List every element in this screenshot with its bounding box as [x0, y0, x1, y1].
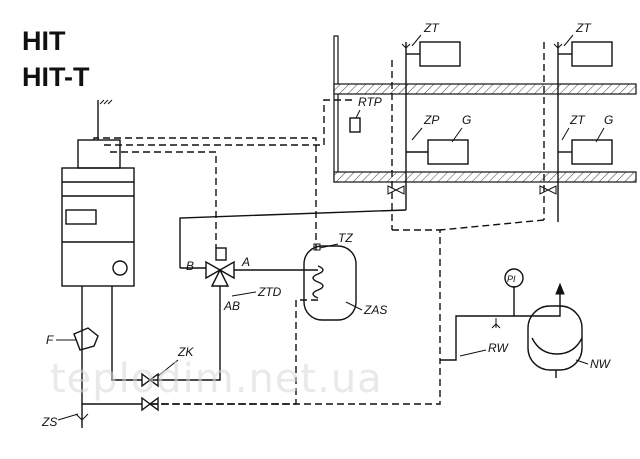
- return-pipe-building: [392, 229, 441, 360]
- room-thermostat: [349, 117, 361, 133]
- boiler-display: [112, 260, 128, 276]
- tank-sensor: [313, 243, 321, 251]
- drain-valve: [75, 413, 89, 421]
- cable-tank-sensor: [93, 137, 317, 250]
- ball-valves: [141, 372, 159, 412]
- label-zs: ZS: [41, 415, 57, 429]
- building-left-wall: [333, 35, 339, 183]
- label-ab: AB: [223, 299, 240, 313]
- boiler-body: [61, 167, 135, 287]
- label-zp: ZP: [423, 113, 439, 127]
- floor-slab-upper-hatch: [334, 84, 636, 94]
- cable-room-thermostat: [104, 99, 352, 146]
- water-tank: [303, 243, 357, 321]
- ball-valve-return: [141, 396, 159, 412]
- title-hit-t: HIT-T: [22, 62, 90, 92]
- label-b: B: [186, 259, 194, 273]
- tank-coil: [312, 265, 324, 299]
- title-hit: HIT: [22, 26, 66, 56]
- valve-actuator: [215, 247, 227, 261]
- label-f: F: [46, 333, 54, 347]
- cable-valve-motor: [110, 151, 217, 248]
- pressure-gauge: [504, 268, 524, 288]
- radiator-upper-left: [401, 41, 461, 210]
- riser-valves: [387, 185, 557, 195]
- label-g-1: G: [462, 113, 471, 127]
- building-structure: [333, 35, 637, 183]
- label-zk: ZK: [177, 345, 194, 359]
- label-pi: PI: [507, 274, 516, 284]
- watermark: teplodim.net.ua: [50, 356, 383, 402]
- label-ztd: ZTD: [257, 285, 282, 299]
- label-zt-top-2: ZT: [575, 21, 592, 35]
- safety-valve-arrow: [555, 282, 565, 295]
- filter: [73, 327, 99, 351]
- ball-valve-supply: [141, 372, 159, 388]
- three-way-valve: [205, 247, 235, 287]
- floor-slab-lower-hatch: [334, 172, 636, 182]
- tank-body: [303, 245, 357, 321]
- boiler-unit: [61, 99, 135, 287]
- radiator-middle-right: [558, 139, 613, 165]
- radiator-middle-left: [391, 60, 469, 230]
- label-nw: NW: [590, 357, 612, 371]
- expansion-vessel: [527, 305, 583, 378]
- label-rw: RW: [488, 341, 509, 355]
- boiler-flue: [77, 139, 121, 169]
- label-g-2: G: [604, 113, 613, 127]
- boiler-logo-panel: [65, 209, 97, 225]
- label-a: A: [241, 255, 250, 269]
- boiler-supply-down: [111, 286, 142, 381]
- supply-pipe-building: [179, 209, 407, 268]
- radiator-upper-right: [543, 41, 613, 220]
- label-zt-top-1: ZT: [423, 21, 440, 35]
- label-zas: ZAS: [363, 303, 387, 317]
- main-return-line: [150, 360, 441, 405]
- label-rtp: RTP: [358, 95, 382, 109]
- label-zt-mid-2: ZT: [569, 113, 586, 127]
- pipe-valve-return: [150, 286, 221, 381]
- label-tz: TZ: [338, 231, 353, 245]
